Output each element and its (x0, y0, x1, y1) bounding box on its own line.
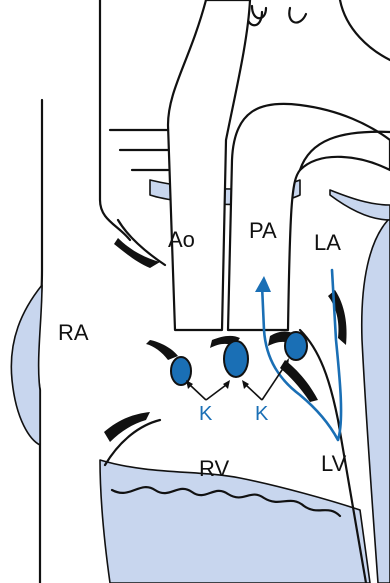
label-lv: LV (321, 453, 346, 475)
label-ra: RA (58, 322, 89, 344)
label-ao: Ao (168, 229, 195, 251)
rv-wall (100, 460, 370, 583)
ra-wall (11, 285, 42, 445)
label-k-right: K (255, 404, 268, 424)
node-center (224, 341, 248, 377)
label-rv: RV (199, 458, 229, 480)
muscle-marks (104, 238, 347, 442)
lv-wall (362, 220, 390, 583)
node-left (171, 357, 191, 385)
node-right (285, 332, 307, 360)
label-la: LA (314, 232, 341, 254)
label-k-left: K (199, 404, 212, 424)
label-pa: PA (249, 220, 277, 242)
conduction-nodes (171, 332, 307, 385)
